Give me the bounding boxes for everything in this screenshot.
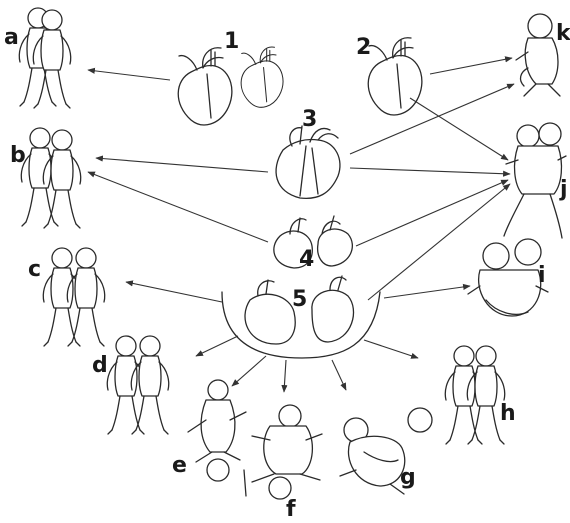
twin-figure-j: [504, 123, 566, 238]
twin-figure-h: [445, 346, 504, 444]
twin-label-k: k: [556, 21, 570, 46]
arrow-2-to-k: [430, 58, 512, 74]
arrow-1-to-a: [88, 70, 170, 80]
twin-figure-g: [340, 408, 432, 494]
twin-label-i: i: [538, 263, 546, 288]
twin-label-g: g: [400, 465, 416, 490]
heart-label-1: 1: [224, 29, 239, 54]
twin-label-h: h: [500, 401, 516, 426]
arrow-5-to-d: [196, 336, 238, 356]
arrow-5-to-g: [332, 360, 346, 390]
twin-figure-a: [19, 8, 70, 108]
twin-figure-c: [43, 248, 104, 346]
arrow-5-to-c: [126, 282, 222, 302]
heart-label-2: 2: [356, 35, 371, 60]
arrow-5-to-i: [384, 286, 470, 298]
heart-label-4: 4: [299, 247, 314, 272]
twin-label-j: j: [559, 177, 568, 202]
twin-figure-k: [516, 14, 560, 96]
arrow-5-to-h: [364, 340, 418, 358]
arrow-4-to-j: [356, 180, 508, 246]
twin-label-d: d: [92, 353, 108, 378]
arrow-5-to-e: [232, 356, 266, 386]
arrow-4-to-b: [88, 172, 268, 242]
twin-figure-f: [244, 405, 322, 499]
heart-group-1: [178, 47, 283, 125]
twin-label-b: b: [10, 143, 26, 168]
twin-figure-i: [468, 239, 548, 316]
heart-label-3: 3: [302, 107, 317, 132]
twin-label-c: c: [28, 257, 41, 282]
heart-group-3: [276, 126, 340, 198]
heart-group-2: [368, 38, 422, 115]
twin-label-f: f: [286, 497, 296, 522]
twin-figure-b: [21, 128, 80, 228]
twin-label-e: e: [172, 453, 187, 478]
twin-figure-e: [188, 380, 246, 481]
arrow-5-to-f: [284, 360, 286, 392]
twin-figure-d: [107, 336, 168, 434]
twin-label-a: a: [4, 25, 19, 50]
heart-label-5: 5: [292, 287, 307, 312]
arrow-3-to-b: [96, 158, 268, 172]
arrow-3-to-j: [350, 168, 510, 174]
